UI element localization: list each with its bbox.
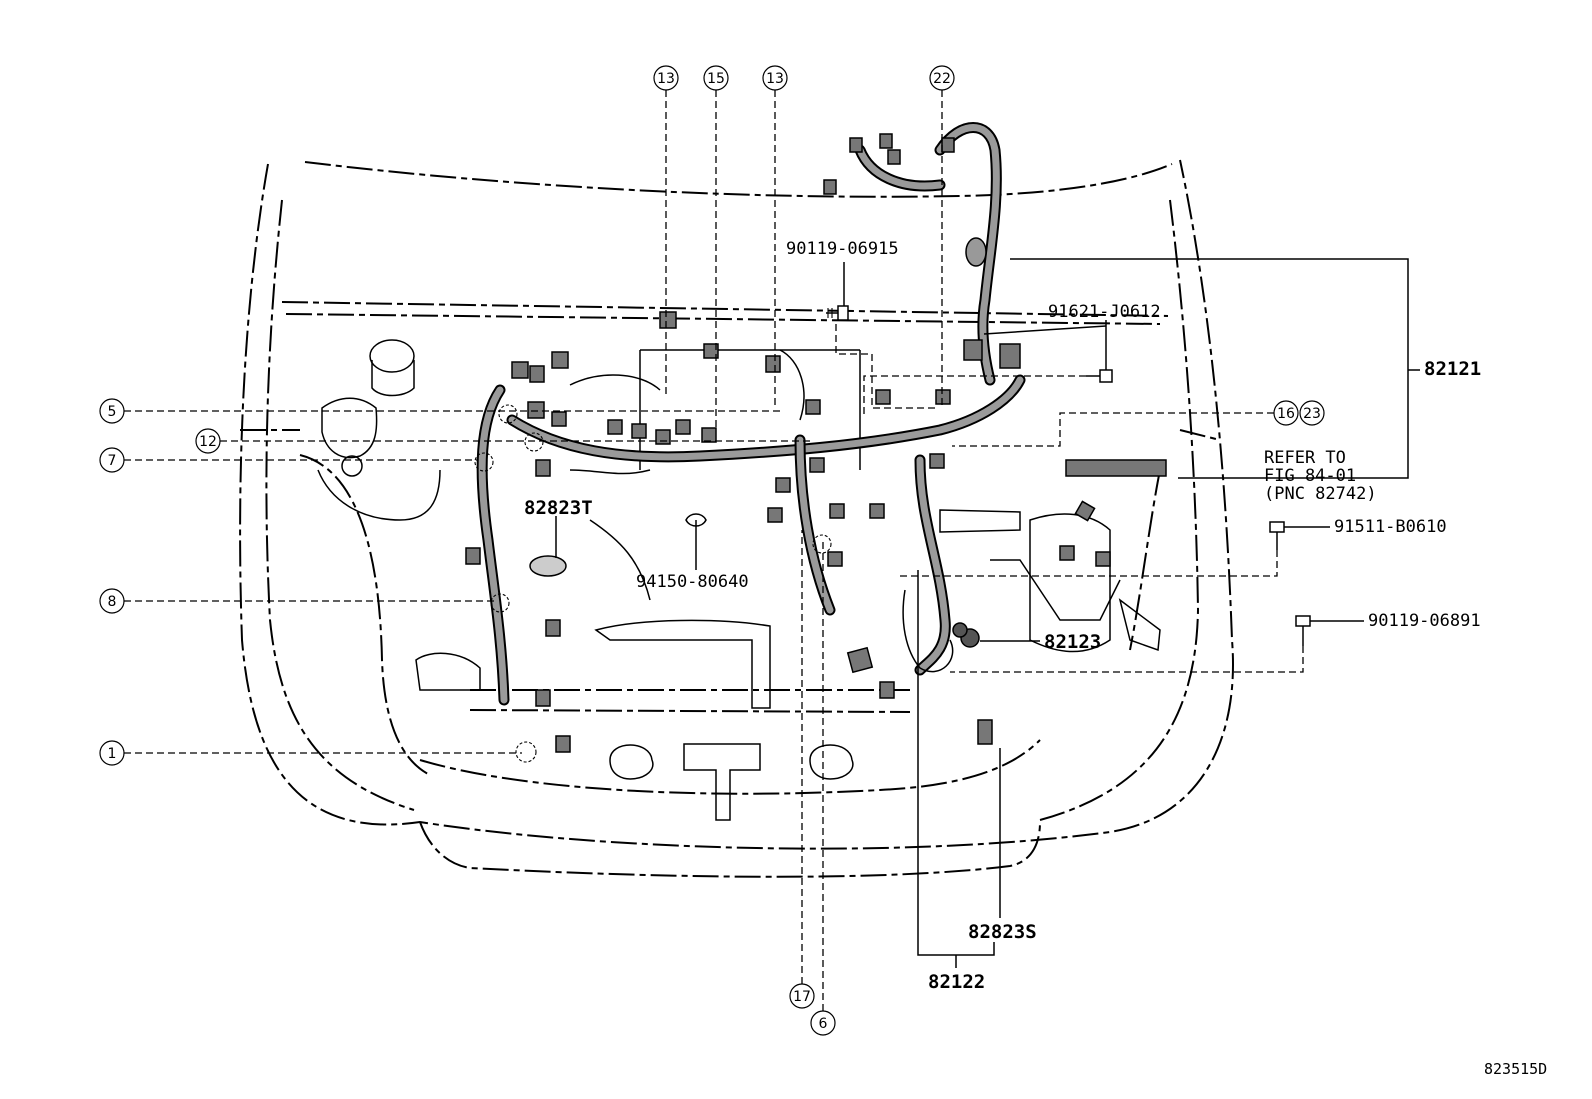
clip-icon [685, 513, 707, 570]
svg-text:12: 12 [199, 434, 217, 450]
fasteners [555, 258, 1420, 968]
refer-line3: (PNC 82742) [1264, 484, 1377, 504]
callout-17: 17 [789, 530, 815, 1009]
bolt-icon [826, 305, 849, 321]
svg-text:22: 22 [933, 71, 951, 87]
callout-23: 23 [1299, 400, 1325, 426]
label-82123: 82123 [1044, 631, 1101, 653]
label-82122: 82122 [928, 971, 985, 993]
engine-components [317, 339, 1161, 821]
refer-line1: REFER TO [1264, 448, 1346, 468]
bolt-icon [1269, 521, 1285, 550]
label-90119-06891: 90119-06891 [1368, 611, 1481, 631]
vehicle-outline [239, 159, 1234, 878]
figure-code: 823515D [1484, 1060, 1547, 1078]
svg-text:8: 8 [108, 594, 117, 610]
callout-7: 7 [99, 447, 478, 473]
label-82121: 82121 [1424, 358, 1481, 380]
callouts: 13 15 13 22 5 12 7 [99, 65, 1325, 1036]
label-90119-06915: 90119-06915 [786, 239, 899, 259]
svg-text:23: 23 [1303, 406, 1321, 422]
label-94150-80640: 94150-80640 [636, 572, 749, 592]
callout-16: 16 [1273, 400, 1299, 426]
part-labels: 90119-06915 91621-J0612 82121 REFER TO F… [524, 239, 1547, 1078]
callout-13a: 13 [653, 65, 679, 395]
callout-1: 1 [99, 740, 522, 766]
callout-5: 5 [99, 398, 780, 424]
svg-text:1: 1 [108, 746, 117, 762]
label-82823T: 82823T [524, 497, 593, 519]
svg-text:13: 13 [766, 71, 784, 87]
label-91621-J0612: 91621-J0612 [1048, 302, 1161, 322]
label-82823S: 82823S [968, 921, 1037, 943]
callout-13b: 13 [762, 65, 788, 405]
callout-12: 12 [195, 428, 812, 454]
svg-text:5: 5 [108, 404, 117, 420]
bolt-icon [1295, 615, 1311, 646]
label-91511-B0610: 91511-B0610 [1334, 517, 1447, 537]
svg-text:13: 13 [657, 71, 675, 87]
callout-8: 8 [99, 588, 498, 614]
callout-6: 6 [810, 540, 836, 1036]
callout-22: 22 [929, 65, 955, 405]
svg-text:16: 16 [1277, 406, 1295, 422]
bolt-icon [1086, 369, 1113, 383]
svg-text:6: 6 [819, 1016, 828, 1032]
svg-text:7: 7 [108, 453, 117, 469]
svg-text:15: 15 [707, 71, 725, 87]
svg-text:17: 17 [793, 989, 811, 1005]
refer-line2: FIG 84-01 [1264, 466, 1356, 486]
callout-15: 15 [703, 65, 729, 430]
